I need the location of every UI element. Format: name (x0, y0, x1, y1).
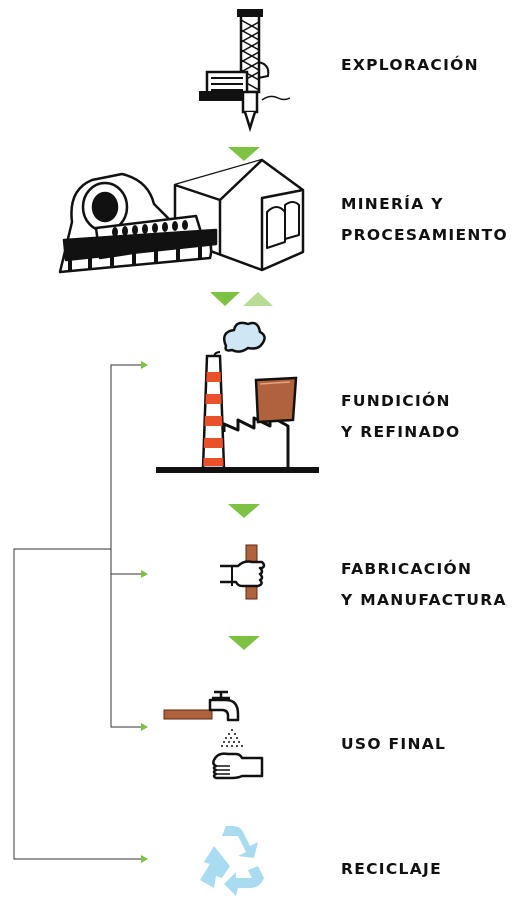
arrow-up-2 (243, 292, 273, 306)
arrow-down-3 (228, 504, 260, 518)
drill-rig-icon (199, 9, 291, 133)
stage-label-line: RECICLAJE (341, 860, 442, 878)
recycle-icon (200, 826, 264, 896)
recycling-loop-lines (13, 364, 143, 860)
stage-label-line: PROCESAMIENTO (341, 226, 508, 244)
stage-label-exploracion: EXPLORACIÓN (341, 50, 479, 81)
stage-label-line: FABRICACIÓN (341, 560, 473, 578)
arrow-down-2 (210, 292, 240, 306)
faucet-and-hand-icon (163, 690, 264, 780)
mill-and-plant-icon (58, 158, 305, 274)
arrow-down-4 (228, 636, 260, 650)
arrow-down-1 (228, 147, 260, 161)
stage-label-uso: USO FINAL (341, 729, 446, 760)
stage-label-fundicion: FUNDICIÓN Y REFINADO (341, 386, 461, 448)
stage-label-line: EXPLORACIÓN (341, 56, 479, 74)
stage-label-mineria: MINERÍA Y PROCESAMIENTO (341, 189, 508, 251)
hand-holding-copper-bar-icon (220, 544, 266, 600)
stage-label-line: Y REFINADO (341, 423, 461, 441)
smelter-factory-icon (156, 321, 319, 473)
stage-label-line: FUNDICIÓN (341, 392, 451, 410)
loop-arrowheads (141, 361, 148, 863)
stage-label-reciclaje: RECICLAJE (341, 854, 442, 885)
stage-label-fabricacion: FABRICACIÓN Y MANUFACTURA (341, 554, 507, 616)
stage-label-line: USO FINAL (341, 735, 447, 753)
stage-label-line: MINERÍA Y (341, 195, 444, 213)
stage-label-line: Y MANUFACTURA (341, 591, 507, 609)
